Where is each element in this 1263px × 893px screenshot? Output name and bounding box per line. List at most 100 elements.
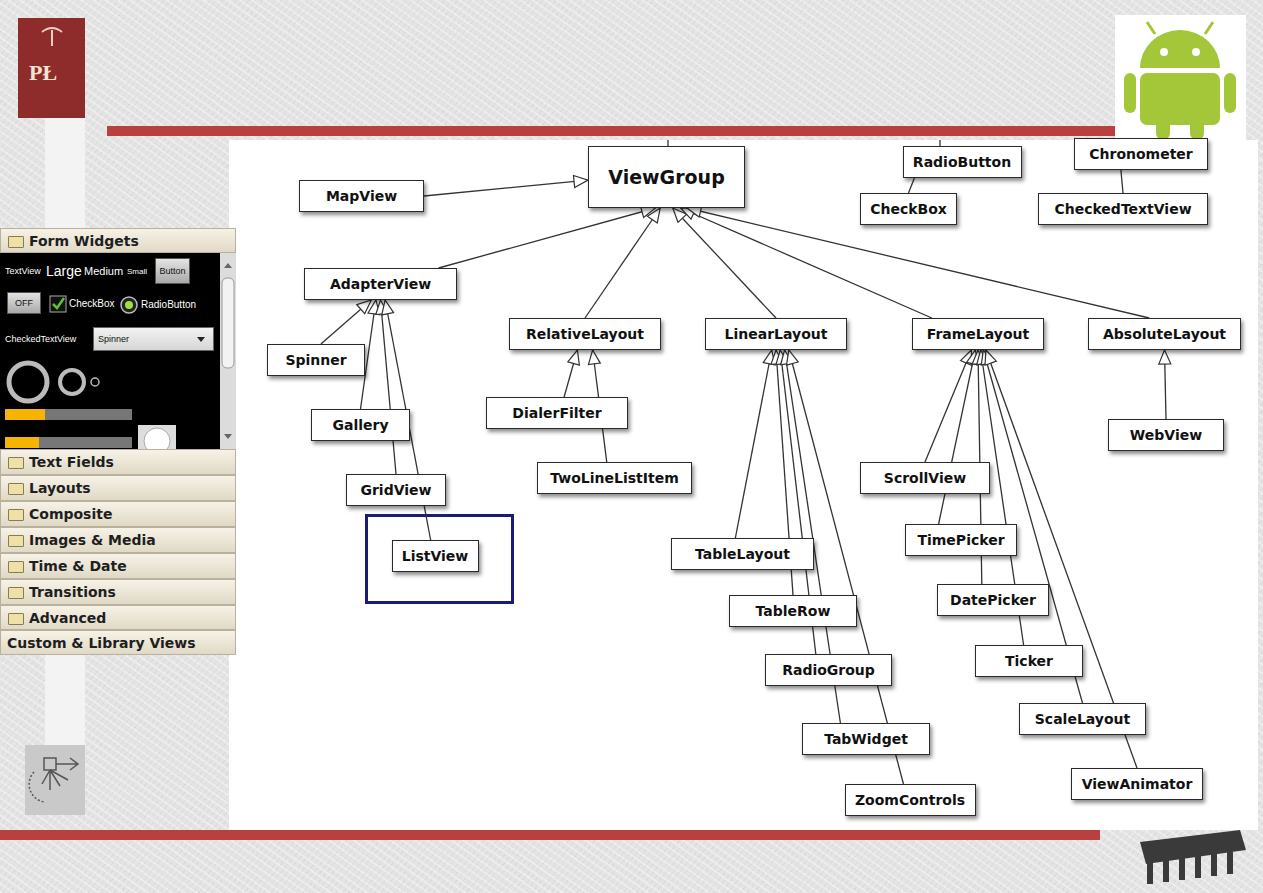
node-text: DialerFilter [512,405,601,421]
logo-text: PŁ [29,60,57,86]
class-box: ViewAnimator [1071,768,1203,800]
class-box: ScrollView [860,462,990,494]
node-text: OFF [15,298,33,308]
node-text: TabWidget [824,731,908,747]
class-box: ListView [392,540,479,572]
class-box: Gallery [311,409,410,441]
node-text: GridView [360,482,431,498]
node-text: ScrollView [884,470,966,486]
node-text: ListView [402,548,469,564]
node-text: CheckBox [870,201,947,217]
widget-button: Button [155,258,190,284]
class-box: MapView [299,180,424,212]
class-box: RelativeLayout [509,318,661,350]
node-text: Chronometer [1089,146,1193,162]
widget-label: CheckBox [69,299,115,309]
class-box: Ticker [975,645,1083,677]
node-text: TwoLineListItem [550,470,678,486]
palette-category: Form Widgets [0,228,236,253]
spinner-widget: Spinner [93,327,214,351]
inheritance-arrow [564,350,577,397]
class-box: AbsoluteLayout [1088,318,1241,350]
inheritance-arrow [424,180,588,196]
class-box: DialerFilter [486,397,628,429]
side-icon-panel [25,745,85,815]
class-box: ViewGroup [588,146,745,208]
inheritance-arrow [439,208,656,268]
node-text: Button [159,266,185,276]
node-text: Ticker [1005,653,1053,669]
node-text: Spinner [98,334,129,344]
node-text: ViewAnimator [1082,776,1193,792]
node-text: Advanced [29,610,106,626]
node-text: RadioButton [913,154,1011,170]
node-text: MapView [326,188,397,204]
palette-category: Advanced [0,605,236,630]
node-text: ZoomControls [855,792,965,808]
class-box: TwoLineListItem [537,462,692,494]
inheritance-arrow [939,350,976,524]
class-box: ScaleLayout [1019,703,1146,735]
node-text: Composite [29,506,112,522]
node-text: AdapterView [330,276,431,292]
palette-preview [0,253,236,454]
android-logo [1115,15,1246,141]
class-box: DatePicker [937,584,1049,616]
node-text: Spinner [285,352,346,368]
class-box: TableLayout [671,538,814,570]
palette-category: Transitions [0,579,236,605]
class-box: FrameLayout [912,318,1044,350]
palette-category: Custom & Library Views [0,630,236,655]
node-text: Transitions [29,584,116,600]
highlight-frame [367,516,513,603]
class-box: CheckBox [860,193,957,225]
node-text: WebView [1130,427,1202,443]
widget-label: RadioButton [141,300,196,310]
node-text: TableRow [756,603,831,619]
bottom-red-bar [0,830,1100,840]
class-box: Spinner [267,344,365,376]
class-box: RadioButton [903,146,1022,178]
antenna-icon [29,758,78,802]
node-text: ViewGroup [608,166,724,188]
palette-category: Images & Media [0,527,236,553]
class-box: GridView [346,474,446,506]
node-text: TimePicker [917,532,1004,548]
node-text: Gallery [332,417,388,433]
inheritance-arrow [381,300,397,474]
class-box: TabWidget [802,723,930,755]
node-text: Time & Date [29,558,127,574]
inheritance-arrow [909,178,915,193]
node-text: Custom & Library Views [7,635,196,651]
node-text: CheckedTextView [1054,201,1191,217]
node-text: RelativeLayout [526,326,644,342]
inheritance-arrow [585,208,660,318]
node-text: DatePicker [950,592,1036,608]
node-text: Text Fields [29,454,114,470]
widget-label: Small [127,268,147,276]
node-text: LinearLayout [725,326,828,342]
node-text: ScaleLayout [1035,711,1130,727]
class-box: RadioGroup [765,654,892,686]
node-text: Images & Media [29,532,156,548]
chip-icon [1140,830,1246,884]
widget-label: Large [46,264,82,278]
university-logo [18,18,85,118]
inheritance-arrow [1121,170,1123,193]
node-text: TableLayout [695,546,790,562]
class-box: ZoomControls [845,784,976,816]
class-box: AdapterView [304,268,457,300]
widget-label: Medium [84,266,123,277]
inheritance-arrow [925,350,971,462]
widget-label: CheckedTextView [5,335,76,344]
class-box: Chronometer [1074,138,1208,170]
inheritance-arrow [321,300,371,344]
class-box: WebView [1108,419,1224,451]
inheritance-arrow [735,350,771,538]
widget-label: TextView [5,267,41,276]
inheritance-arrow [1165,350,1167,419]
diagram-panel [229,140,1258,830]
